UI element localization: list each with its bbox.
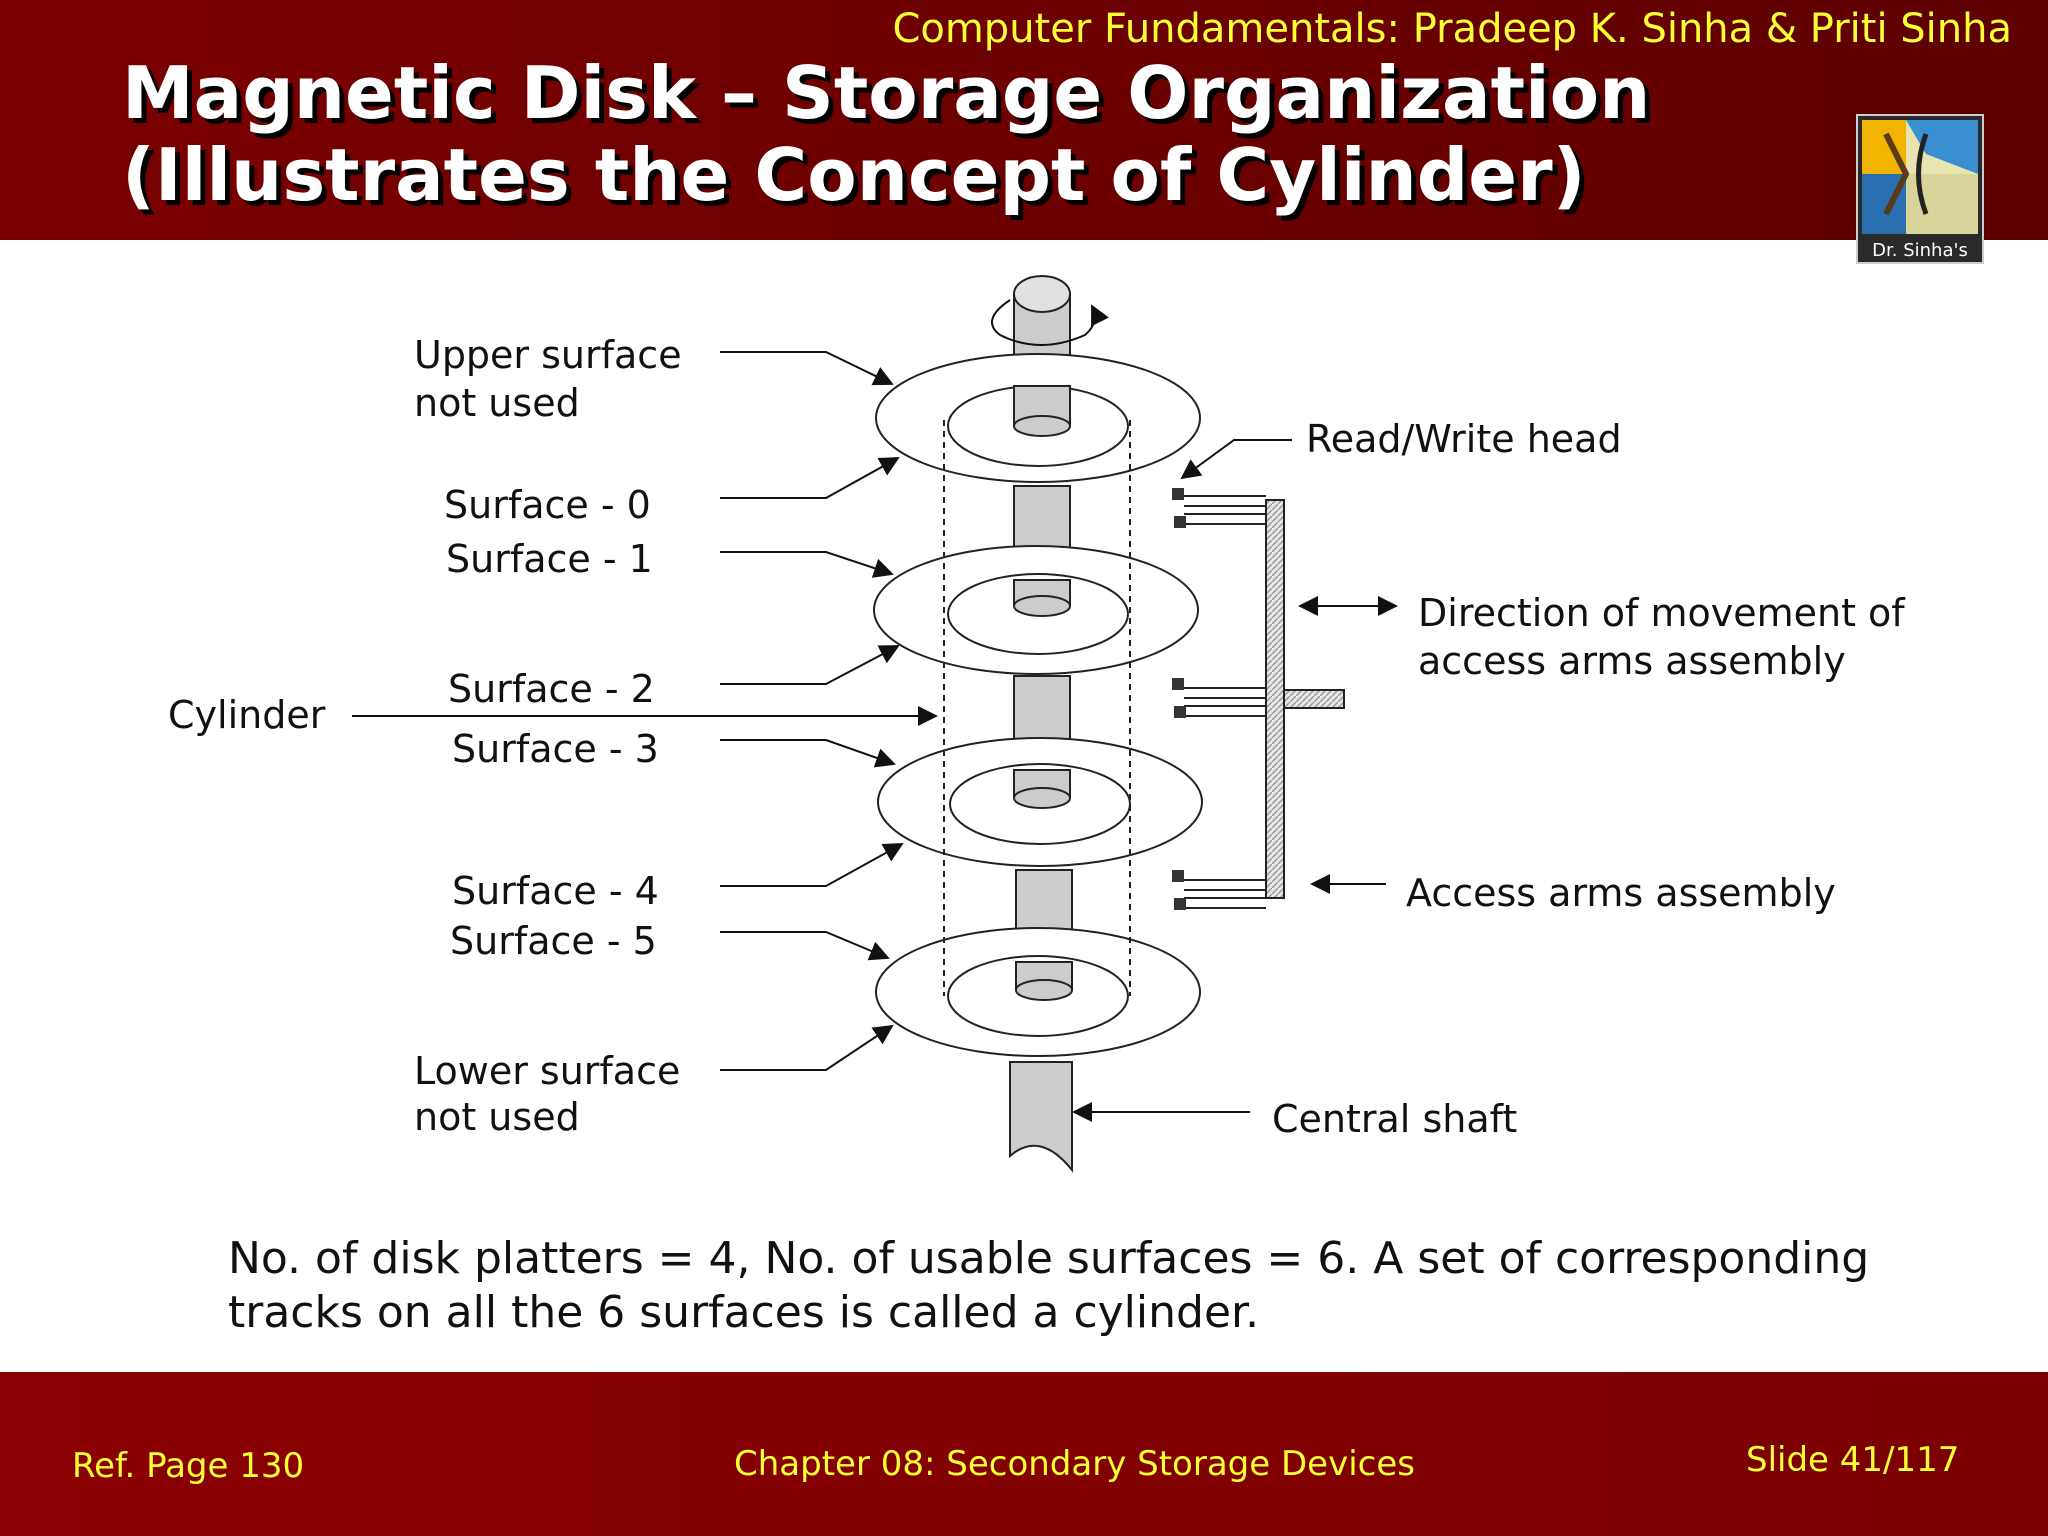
slide-title: Magnetic Disk – Storage Organization (Il… — [122, 52, 1650, 216]
slide-number: Slide 41/117 — [1746, 1440, 1960, 1480]
slide-title-line-1: Magnetic Disk – Storage Organization — [122, 51, 1651, 135]
pointer-lines — [352, 351, 1398, 1122]
access-arms-mount — [1283, 689, 1345, 709]
label-surface-3: Surface - 3 — [452, 727, 659, 771]
label-lower-surface-2: not used — [414, 1095, 580, 1139]
book-subtitle: Computer Fundamentals: Pradeep K. Sinha … — [892, 6, 2012, 52]
cylinder-outline — [943, 420, 1131, 996]
label-central-shaft: Central shaft — [1272, 1097, 1517, 1141]
chapter-title: Chapter 08: Secondary Storage Devices — [734, 1444, 1415, 1484]
slide-caption: No. of disk platters = 4, No. of usable … — [228, 1232, 1968, 1340]
label-surface-2: Surface - 2 — [448, 667, 655, 711]
label-surface-0: Surface - 0 — [444, 483, 651, 527]
dr-sinha-logo: Dr. Sinha's — [1856, 114, 1984, 264]
shaft-hub — [1013, 787, 1071, 809]
label-access-arms-assembly: Access arms assembly — [1406, 871, 1836, 915]
slide-footer: Ref. Page 130 Chapter 08: Secondary Stor… — [0, 1372, 2048, 1536]
access-arm — [1184, 495, 1266, 909]
label-direction-of-movement: Direction of movement of — [1418, 591, 1906, 635]
slide-title-line-2: (Illustrates the Concept of Cylinder) — [122, 133, 1586, 217]
label-lower-surface: Lower surface — [414, 1049, 680, 1093]
logo-text: Dr. Sinha's — [1872, 240, 1968, 261]
label-direction-of-movement-2: access arms assembly — [1418, 639, 1846, 683]
label-upper-surface-2: not used — [414, 381, 580, 425]
label-surface-4: Surface - 4 — [452, 869, 659, 913]
slide-header: Computer Fundamentals: Pradeep K. Sinha … — [0, 0, 2048, 240]
label-upper-surface: Upper surface — [414, 333, 682, 377]
caption-line-1: No. of disk platters = 4, No. of usable … — [228, 1233, 1870, 1284]
shaft-hub — [1013, 415, 1071, 437]
rotation-arrow — [991, 299, 1109, 346]
read-write-head — [1172, 488, 1186, 910]
shaft-hub — [1015, 979, 1073, 1001]
ref-page: Ref. Page 130 — [72, 1446, 305, 1486]
shaft-hub — [1013, 595, 1071, 617]
label-surface-5: Surface - 5 — [450, 919, 657, 963]
caption-line-2: tracks on all the 6 surfaces is called a… — [228, 1287, 1260, 1338]
label-surface-1: Surface - 1 — [446, 537, 653, 581]
access-arms-column — [1265, 499, 1285, 899]
label-cylinder: Cylinder — [168, 693, 326, 737]
label-read-write-head: Read/Write head — [1306, 417, 1622, 461]
